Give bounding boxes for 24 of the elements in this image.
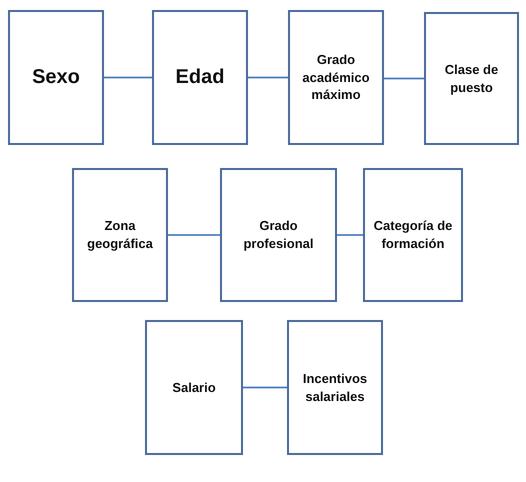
connector-line [168,234,220,236]
text-box [424,12,519,145]
text-box [220,168,337,302]
box-label: Edad [176,65,224,90]
text-box [72,168,168,302]
box-label: Clase de puesto [444,60,500,96]
text-box [8,10,104,145]
text-box [287,320,383,455]
text-box [288,10,384,145]
connector-line [337,234,363,236]
connector-line [243,386,287,388]
text-box [152,10,248,145]
text-box [363,168,463,302]
text-box [145,320,243,455]
connector-line [104,76,152,78]
box-label: Categoría de formación [372,217,454,253]
connector-line [384,78,424,80]
box-label: Zona geográfica [86,217,154,253]
connector-line [248,76,288,78]
box-label: Grado profesional [242,217,315,253]
box-label: Grado académico máximo [301,51,371,104]
box-label: Salario [172,378,216,396]
box-label: Sexo [32,65,80,90]
box-label: Incentivos salariales [302,370,368,406]
